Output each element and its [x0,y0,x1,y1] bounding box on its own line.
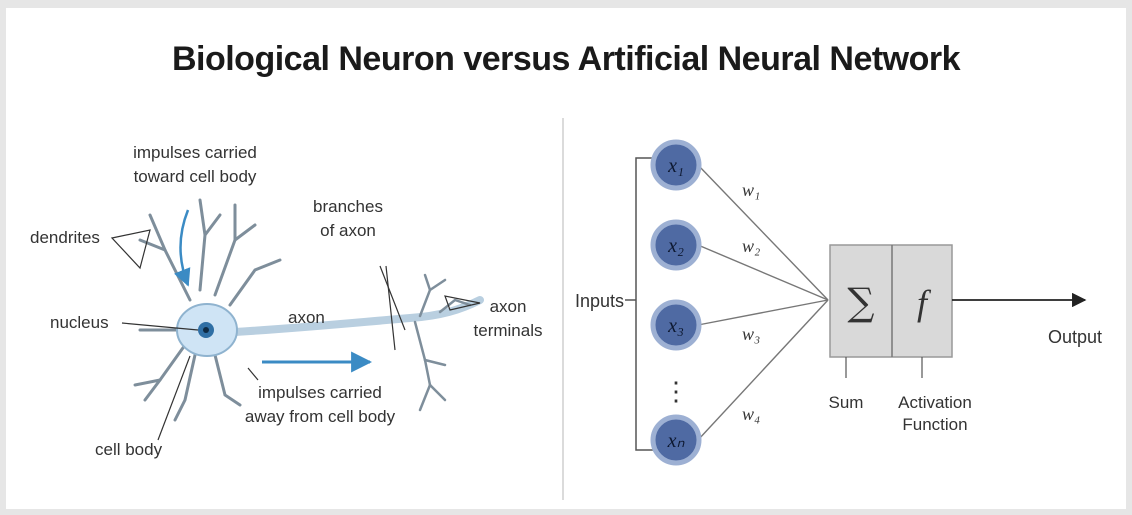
weight-connections [698,165,828,440]
node-label-n: xₙ [667,430,686,452]
axon-shape [235,300,480,332]
artificial-neural-network: Inputs x₁ x₂ x₃ ⋮ xₙ w₁ w₂ [575,142,1102,463]
label-branches-1: branches [313,197,383,216]
label-terminals-2: terminals [474,321,543,340]
weight-label-2: w₂ [742,236,760,256]
axon-terminals-drawing [415,275,470,410]
label-inputs: Inputs [575,291,624,311]
weight-label-3: w₃ [742,324,760,344]
label-terminals-1: axon [490,297,527,316]
label-impulses-toward-1: impulses carried [133,143,257,162]
label-activation-1: Activation [898,393,972,412]
inputs-bracket [625,158,660,450]
biological-neuron: impulses carried toward cell body dendri… [30,143,542,459]
weight-label-4: w₄ [742,404,760,424]
node-label-3: x₃ [667,315,684,337]
input-node-3: x₃ [653,302,699,348]
label-nucleus: nucleus [50,313,109,332]
label-activation-2: Function [902,415,967,434]
input-node-n: xₙ [653,417,699,463]
label-cell-body: cell body [95,440,163,459]
label-axon: axon [288,308,325,327]
label-impulses-away-2: away from cell body [245,407,396,426]
node-label-1: x₁ [667,155,684,177]
impulse-toward-arrow [181,210,189,285]
node-ellipsis: ⋮ [663,376,689,406]
sum-symbol: ∑ [847,280,874,324]
label-impulses-away-1: impulses carried [258,383,382,402]
label-sum: Sum [829,393,864,412]
weight-label-1: w₁ [742,180,760,200]
label-branches-2: of axon [320,221,376,240]
nucleus-core [203,327,209,333]
label-impulses-toward-2: toward cell body [134,167,257,186]
label-output: Output [1048,327,1102,347]
input-node-1: x₁ [653,142,699,188]
label-dendrites: dendrites [30,228,100,247]
node-label-2: x₂ [667,235,684,257]
input-node-2: x₂ [653,222,699,268]
